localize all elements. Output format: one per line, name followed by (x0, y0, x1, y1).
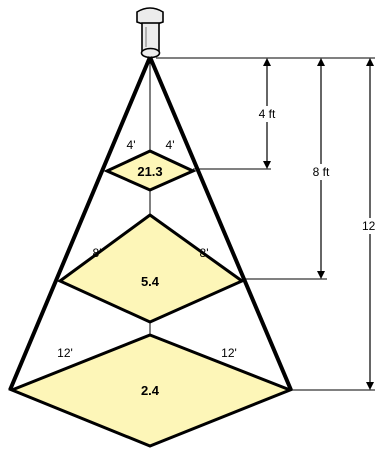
distance-label-12ft: 12 f (362, 219, 375, 233)
side-label-8ft-right: 8' (200, 246, 209, 260)
distance-label-8ft: 8 ft (313, 165, 330, 179)
value-label-4ft: 21.3 (137, 164, 162, 179)
side-label-12ft-right: 12' (221, 346, 237, 360)
distance-label-4ft: 4 ft (259, 107, 276, 121)
lamp-fixture-icon (136, 7, 164, 59)
side-label-4ft-right: 4' (166, 138, 175, 152)
plane-4ft (103, 149, 197, 192)
side-label-12ft-left: 12' (57, 346, 73, 360)
cone-edge-right (148, 56, 293, 391)
side-label-8ft-left: 8' (93, 246, 102, 260)
value-label-8ft: 5.4 (141, 274, 160, 289)
side-label-4ft-left: 4' (127, 138, 136, 152)
plane-8ft (57, 213, 245, 324)
plane-12ft (7, 333, 295, 448)
cone-edge-left (8, 56, 152, 391)
value-label-12ft: 2.4 (141, 383, 160, 398)
